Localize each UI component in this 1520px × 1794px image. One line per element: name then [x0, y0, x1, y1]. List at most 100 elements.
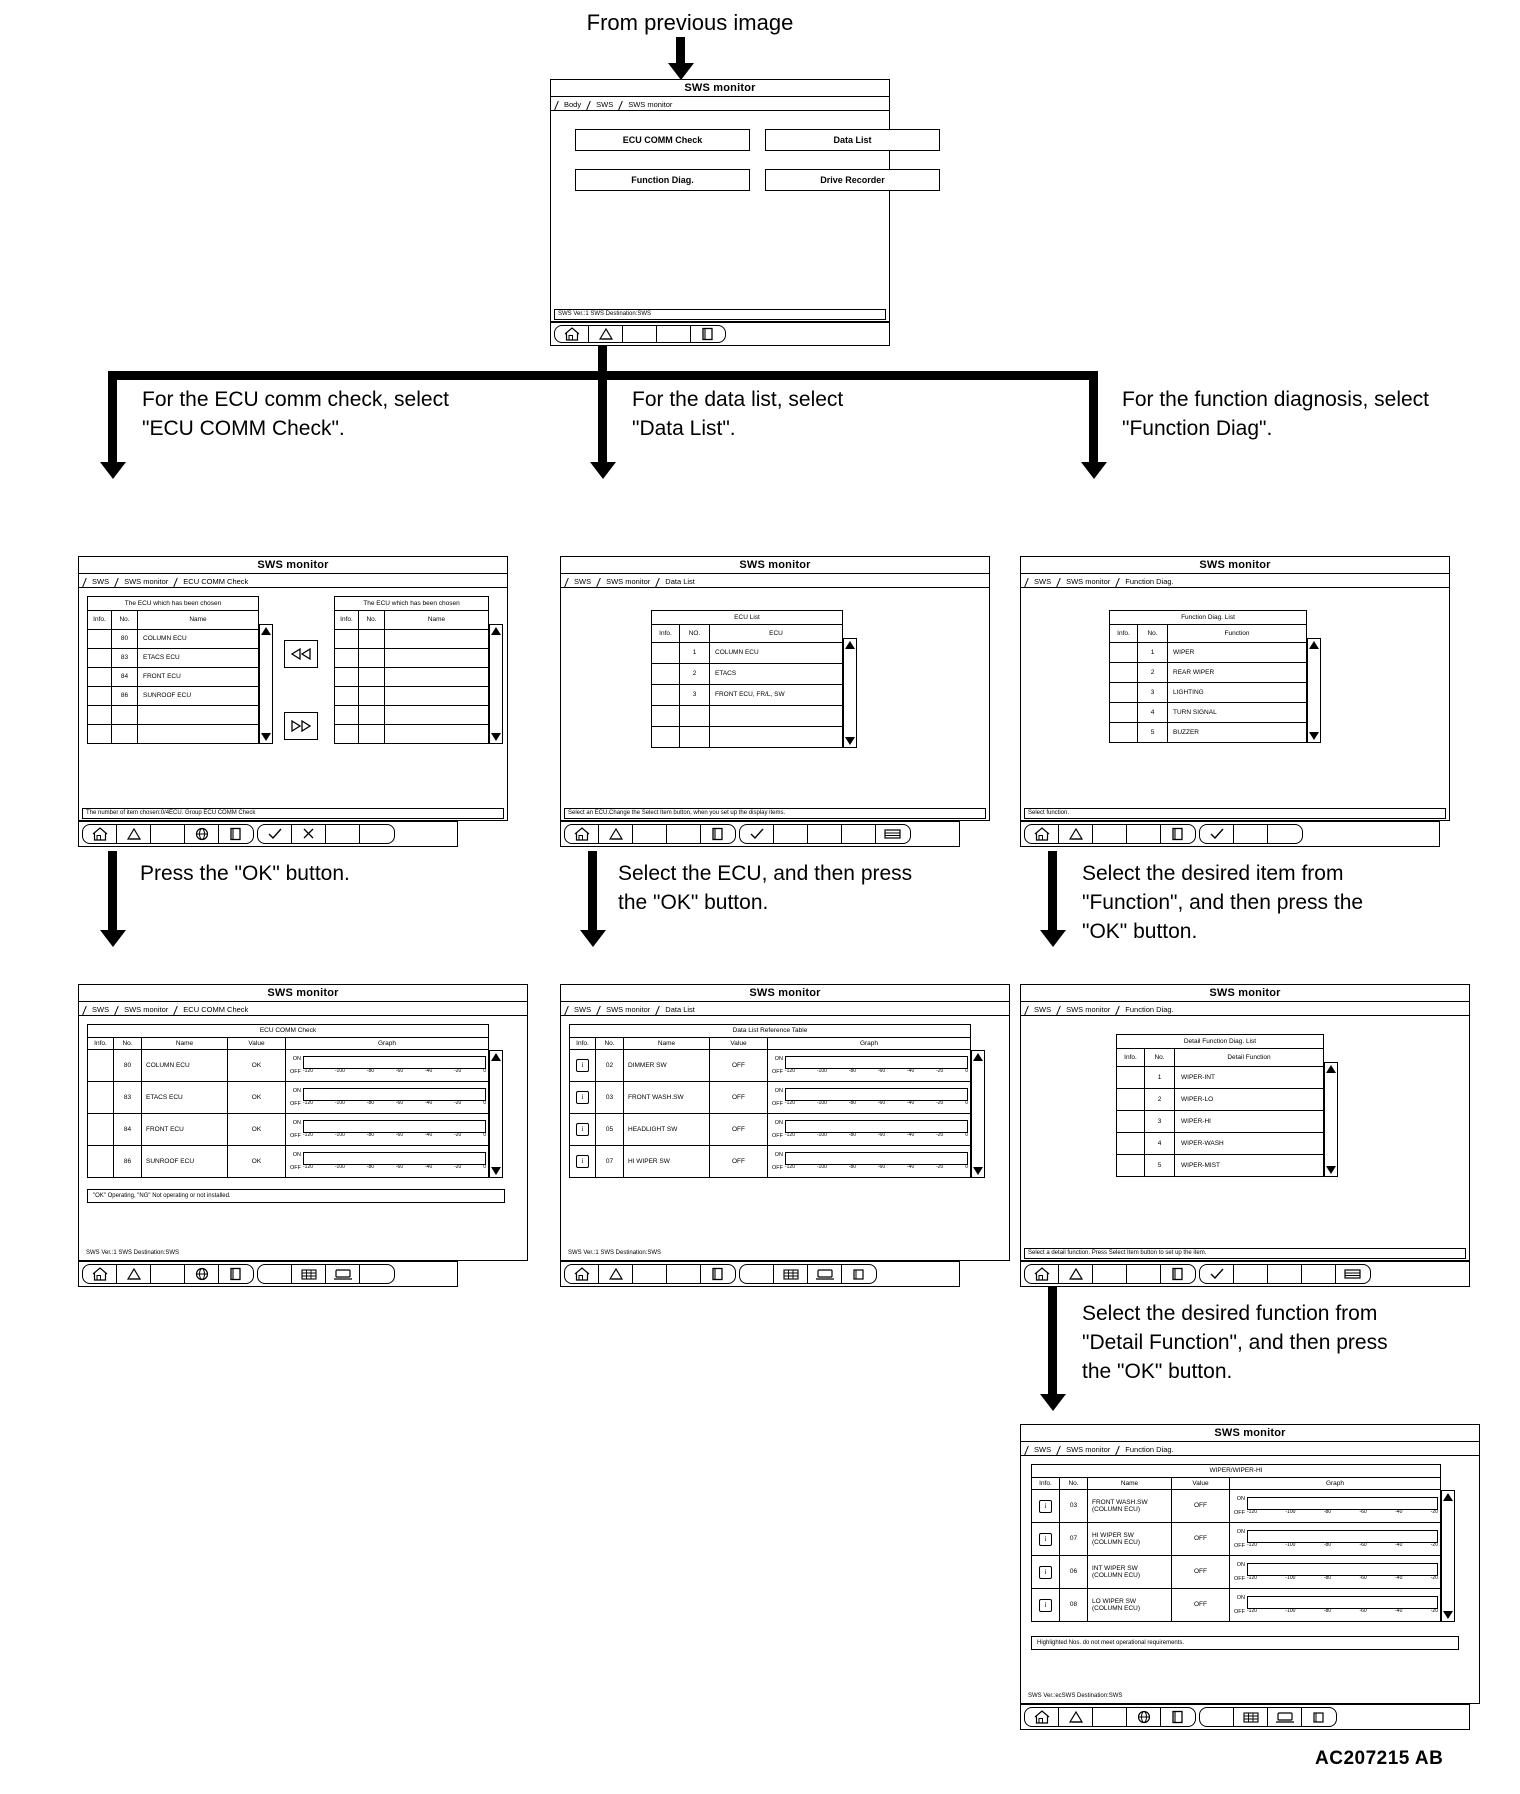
screen-icon[interactable] — [326, 1265, 360, 1283]
record-icon[interactable] — [876, 825, 910, 843]
back-icon[interactable] — [599, 825, 633, 843]
grid-icon[interactable] — [1234, 1708, 1268, 1726]
breadcrumb-item-2[interactable]: SWS monitor — [619, 100, 678, 110]
breadcrumb-item-2[interactable]: Function Diag. — [1116, 577, 1179, 587]
record-icon[interactable] — [842, 1265, 876, 1283]
home-icon[interactable] — [555, 326, 589, 342]
table-ecu-chosen[interactable]: The ECU which has been chosen Info. No. … — [334, 596, 489, 744]
toolbar-blank-3[interactable] — [740, 1265, 774, 1283]
back-icon[interactable] — [1059, 1708, 1093, 1726]
table-row[interactable] — [334, 705, 489, 725]
toolbar-blank-4[interactable] — [1268, 825, 1302, 843]
globe-icon[interactable] — [185, 825, 219, 843]
record-icon[interactable] — [1302, 1708, 1336, 1726]
info-icon[interactable]: i — [1039, 1598, 1052, 1612]
breadcrumb-item-0[interactable]: SWS — [83, 577, 115, 587]
scrollbar-ecu-list[interactable] — [843, 638, 857, 748]
home-icon[interactable] — [1025, 1265, 1059, 1283]
table-data-list-reference[interactable]: Data List Reference Table Info. No. Name… — [569, 1024, 971, 1178]
page-icon[interactable] — [701, 1265, 735, 1283]
scroll-up-icon[interactable] — [973, 1053, 983, 1061]
scrollbar-result[interactable] — [1441, 1490, 1455, 1622]
scroll-up-icon[interactable] — [491, 627, 501, 635]
globe-icon[interactable] — [185, 1265, 219, 1283]
screen-icon[interactable] — [1268, 1708, 1302, 1726]
scrollbar-detail-function[interactable] — [1324, 1062, 1338, 1177]
info-icon[interactable]: i — [576, 1091, 589, 1104]
breadcrumb-item-0[interactable]: SWS — [1025, 1445, 1057, 1455]
home-icon[interactable] — [565, 825, 599, 843]
breadcrumb-item-0[interactable]: SWS — [1025, 1005, 1057, 1015]
table-row[interactable] — [334, 629, 489, 649]
breadcrumb-item-1[interactable]: SWS monitor — [115, 577, 174, 587]
table-row[interactable] — [87, 705, 259, 725]
back-icon[interactable] — [117, 1265, 151, 1283]
toolbar-blank-2[interactable] — [326, 825, 360, 843]
toolbar-blank-1[interactable] — [151, 1265, 185, 1283]
breadcrumb-item-1[interactable]: SWS monitor — [1057, 1005, 1116, 1015]
table-row[interactable] — [651, 726, 843, 748]
check-icon[interactable] — [1200, 1265, 1234, 1283]
info-icon[interactable]: i — [1039, 1532, 1052, 1546]
breadcrumb-item-0[interactable]: SWS — [565, 1005, 597, 1015]
scissors-icon[interactable] — [292, 825, 326, 843]
table-function-list[interactable]: Function Diag. List Info. No. Function 1… — [1109, 610, 1307, 743]
back-icon[interactable] — [1059, 825, 1093, 843]
breadcrumb-item-0[interactable]: Body — [555, 100, 587, 110]
table-row[interactable] — [334, 648, 489, 668]
button-ecu-comm-check[interactable]: ECU COMM Check — [575, 129, 750, 151]
button-function-diag[interactable]: Function Diag. — [575, 169, 750, 191]
page-icon[interactable] — [691, 326, 725, 342]
breadcrumb-item-2[interactable]: Function Diag. — [1116, 1005, 1179, 1015]
back-icon[interactable] — [117, 825, 151, 843]
breadcrumb-item-0[interactable]: SWS — [83, 1005, 115, 1015]
info-icon[interactable]: i — [576, 1059, 589, 1072]
toolbar-blank-5[interactable] — [1302, 1265, 1336, 1283]
scroll-up-icon[interactable] — [1443, 1493, 1453, 1501]
record-icon[interactable] — [1336, 1265, 1370, 1283]
breadcrumb-item-2[interactable]: ECU COMM Check — [174, 577, 254, 587]
table-ecu-comm-result[interactable]: ECU COMM Check Info. No. Name Value Grap… — [87, 1024, 489, 1178]
scroll-down-icon[interactable] — [1443, 1611, 1453, 1619]
check-icon[interactable] — [740, 825, 774, 843]
table-row[interactable] — [334, 667, 489, 687]
toolbar-blank-1[interactable] — [633, 1265, 667, 1283]
table-row[interactable] — [651, 705, 843, 727]
page-icon[interactable] — [1161, 1708, 1195, 1726]
info-icon[interactable]: i — [1039, 1565, 1052, 1579]
page-icon[interactable] — [1161, 825, 1195, 843]
toolbar-blank-2[interactable] — [1200, 1708, 1234, 1726]
button-drive-recorder[interactable]: Drive Recorder — [765, 169, 940, 191]
screen-icon[interactable] — [808, 1265, 842, 1283]
toolbar-blank-2[interactable] — [667, 825, 701, 843]
grid-icon[interactable] — [774, 1265, 808, 1283]
scroll-down-icon[interactable] — [973, 1167, 983, 1175]
toolbar-blank-2[interactable] — [1127, 825, 1161, 843]
breadcrumb-item-2[interactable]: Data List — [656, 577, 701, 587]
breadcrumb-item-1[interactable]: SWS monitor — [115, 1005, 174, 1015]
breadcrumb-item-1[interactable]: SWS monitor — [1057, 577, 1116, 587]
toolbar-blank-3[interactable] — [1234, 825, 1268, 843]
table-function-diag-result[interactable]: WIPER/WIPER-HI Info. No. Name Value Grap… — [1031, 1464, 1441, 1622]
scroll-up-icon[interactable] — [491, 1053, 501, 1061]
toolbar-blank-5[interactable] — [842, 825, 876, 843]
grid-icon[interactable] — [292, 1265, 326, 1283]
scrollbar-function-list[interactable] — [1307, 638, 1321, 743]
toolbar-blank-1[interactable] — [151, 825, 185, 843]
breadcrumb-item-0[interactable]: SWS — [565, 577, 597, 587]
breadcrumb-item-1[interactable]: SWS monitor — [597, 1005, 656, 1015]
